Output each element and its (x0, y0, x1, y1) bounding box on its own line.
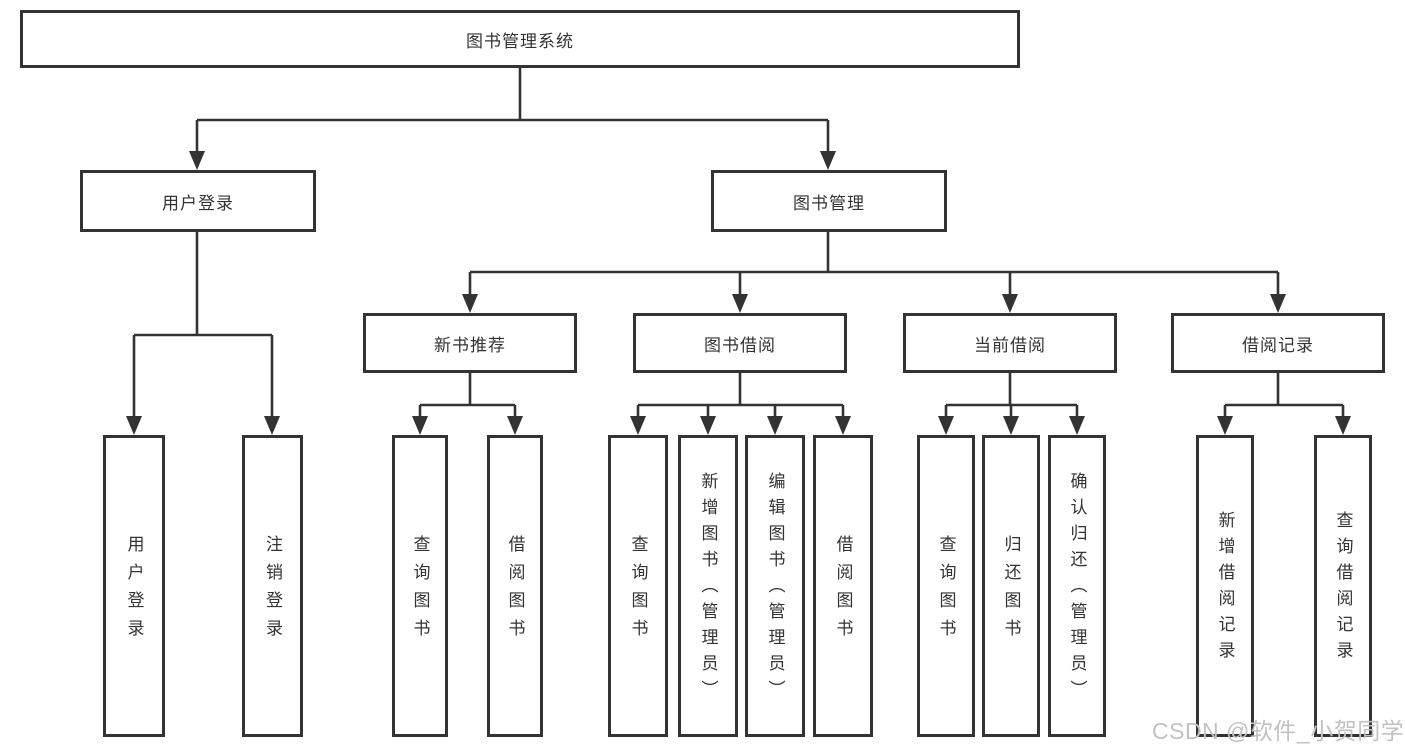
leaf-edit-book-admin: 编辑图书（管理员） (745, 435, 805, 737)
leaf-confirm-return-admin: 确认归还（管理员） (1048, 435, 1106, 737)
leaf-borrow-books: 借阅图书 (813, 435, 873, 737)
leaf-add-borrow-record: 新增借阅记录 (1196, 435, 1254, 737)
node-current-borrow: 当前借阅 (903, 313, 1117, 373)
leaf-logout: 注销登录 (242, 435, 303, 737)
leaf-user-login: 用户登录 (103, 435, 165, 737)
leaf-add-book-admin: 新增图书（管理员） (678, 435, 738, 737)
node-book-borrow: 图书借阅 (633, 313, 847, 373)
leaf-return-books: 归还图书 (982, 435, 1040, 737)
leaf-query-borrow-record: 查询借阅记录 (1314, 435, 1372, 737)
csdn-watermark: CSDN @软件_小贺同学 (1152, 718, 1405, 744)
leaf-borrow-books-recommend: 借阅图书 (487, 435, 543, 737)
node-root-system: 图书管理系统 (20, 10, 1020, 68)
leaf-query-books-current: 查询图书 (917, 435, 975, 737)
node-borrow-records: 借阅记录 (1171, 313, 1385, 373)
node-user-login: 用户登录 (80, 170, 316, 232)
node-new-book-recommend: 新书推荐 (363, 313, 577, 373)
node-book-management: 图书管理 (711, 170, 947, 232)
leaf-query-books-recommend: 查询图书 (392, 435, 448, 737)
leaf-query-books-borrow: 查询图书 (608, 435, 668, 737)
arrowheads (126, 151, 1351, 435)
